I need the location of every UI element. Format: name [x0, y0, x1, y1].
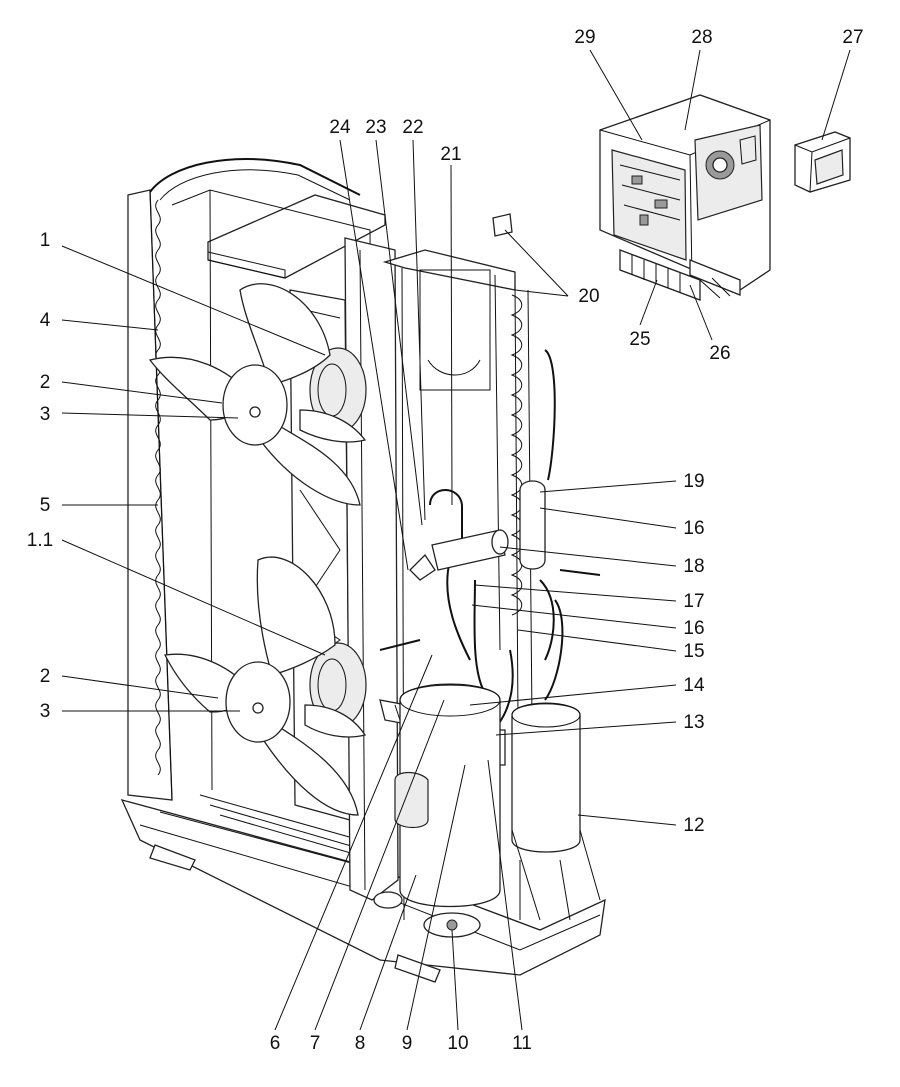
callout-10: 10 [447, 1033, 468, 1054]
callout-13: 13 [683, 712, 704, 733]
callout-17: 17 [683, 591, 704, 612]
sensor-clip [492, 213, 513, 237]
propeller-fan-upper [148, 283, 367, 506]
receiver-tank [519, 480, 546, 570]
callout-2-lower: 2 [40, 666, 51, 687]
callout-1-1: 1.1 [27, 530, 53, 551]
callout-19: 19 [683, 471, 704, 492]
callout-28: 28 [691, 27, 712, 48]
callout-9: 9 [402, 1033, 413, 1054]
callout-23: 23 [365, 117, 386, 138]
base-foot-right [394, 954, 441, 983]
accumulator [511, 703, 581, 853]
callout-labels: 1 4 2 3 5 1.1 2 3 24 23 22 21 20 19 16 1… [27, 27, 864, 1054]
callout-25: 25 [629, 329, 650, 350]
callout-3-upper: 3 [40, 404, 51, 425]
base-foot-left [149, 844, 196, 871]
leader-lines [61, 49, 851, 1031]
callout-3-lower: 3 [40, 701, 51, 722]
callout-1: 1 [40, 230, 51, 251]
top-coil-tube [149, 158, 361, 196]
callout-26: 26 [709, 343, 730, 364]
condenser-coil-left [149, 189, 173, 801]
callout-16-lower: 16 [683, 618, 704, 639]
propeller-fan-lower [164, 556, 367, 816]
compressor [399, 684, 501, 908]
callout-18: 18 [683, 556, 704, 577]
callout-16-upper: 16 [683, 518, 704, 539]
outdoor-unit [120, 158, 606, 983]
callout-27: 27 [842, 27, 863, 48]
four-way-valve [431, 529, 506, 571]
callout-4: 4 [40, 310, 51, 331]
callout-20: 20 [578, 286, 599, 307]
callout-24: 24 [329, 117, 351, 138]
callout-2-upper: 2 [40, 372, 51, 393]
callout-21: 21 [440, 144, 461, 165]
callout-8: 8 [355, 1033, 366, 1054]
callout-5: 5 [40, 495, 51, 516]
callout-15: 15 [683, 641, 704, 662]
callout-7: 7 [310, 1033, 321, 1054]
callout-22: 22 [402, 117, 423, 138]
refrigerant-pipe [429, 489, 463, 560]
callout-11: 11 [512, 1033, 532, 1054]
callout-29: 29 [574, 27, 595, 48]
part-27-component [794, 131, 851, 193]
pcb-main [611, 149, 687, 261]
callout-14: 14 [683, 675, 705, 696]
control-box-assembly [599, 94, 771, 301]
left-side-frame [127, 189, 173, 801]
callout-12: 12 [683, 815, 704, 836]
callout-6: 6 [270, 1033, 281, 1054]
